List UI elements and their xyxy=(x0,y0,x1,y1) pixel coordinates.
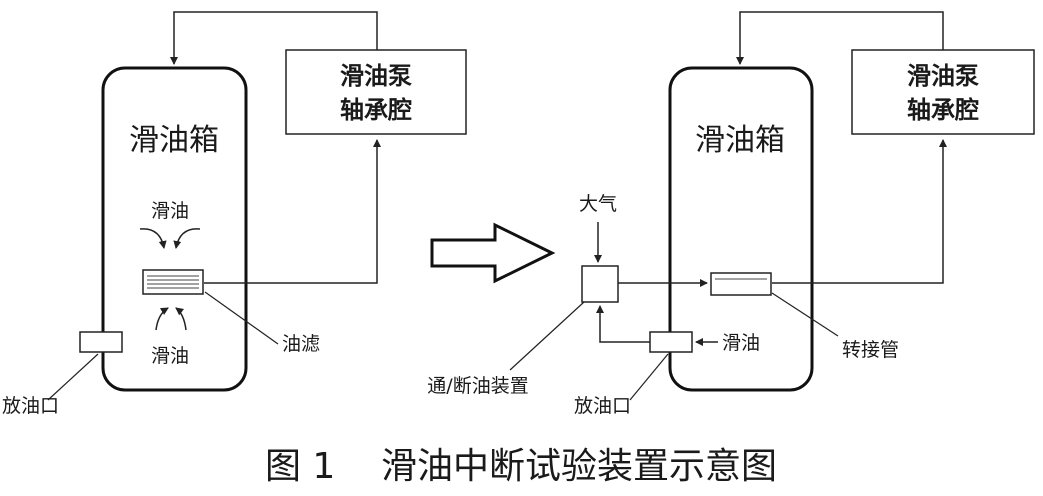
right-oil-tank xyxy=(668,66,814,392)
left-drain-leader xyxy=(47,353,99,401)
left-pump-bearing-box xyxy=(285,49,467,135)
right-adapter-label: 转接管 xyxy=(842,339,899,361)
left-filter-leader xyxy=(204,291,279,345)
right-adapter-pipe xyxy=(710,272,772,296)
left-oil-filter xyxy=(142,269,204,295)
right-pump-label-line1: 滑油泵 xyxy=(907,62,979,90)
left-flow-arrow-top-left xyxy=(139,228,167,249)
left-pump-label-line2: 轴承腔 xyxy=(340,96,412,124)
left-drain-port xyxy=(79,331,123,353)
left-pump-label-line1: 滑油泵 xyxy=(340,62,412,90)
right-setup: 滑油箱 滑油泵 轴承腔 转接管 大气 滑油 通/断油装置 放油口 xyxy=(427,11,1035,417)
right-drain-to-valve xyxy=(596,305,650,343)
right-pump-bearing-box xyxy=(851,49,1035,135)
right-drain-port xyxy=(649,331,693,353)
right-adapter-leader xyxy=(771,292,839,337)
right-return-line xyxy=(736,11,944,65)
left-oil-tank xyxy=(101,66,248,392)
left-tank-label: 滑油箱 xyxy=(129,123,219,158)
left-drain-label: 放油口 xyxy=(2,395,59,417)
transition-arrow xyxy=(430,222,556,284)
figure-caption: 图 1 滑油中断试验装置示意图 xyxy=(265,446,777,487)
right-supply-line xyxy=(772,139,947,284)
right-oil-label: 滑油 xyxy=(722,332,760,354)
left-flow-arrow-top-right xyxy=(173,228,201,249)
left-return-line xyxy=(170,11,378,65)
left-flow-arrow-bottom-right xyxy=(175,307,187,331)
left-filter-label: 油滤 xyxy=(282,333,320,355)
left-oil-top-label: 滑油 xyxy=(151,200,189,222)
left-flow-arrow-bottom-left xyxy=(155,307,169,331)
left-supply-line xyxy=(204,139,381,284)
right-valve-leader xyxy=(509,301,585,371)
left-oil-bottom-label: 滑油 xyxy=(151,345,189,367)
right-pump-label-line2: 轴承腔 xyxy=(907,96,979,124)
right-drain-leader xyxy=(629,353,669,401)
right-atmosphere-label: 大气 xyxy=(579,193,617,215)
right-drain-label: 放油口 xyxy=(574,395,631,417)
right-valve-label: 通/断油装置 xyxy=(427,375,528,397)
right-tank-label: 滑油箱 xyxy=(695,123,785,158)
right-onoff-valve xyxy=(581,265,619,303)
left-setup: 滑油箱 滑油泵 轴承腔 滑油 滑油 油滤 放油口 xyxy=(2,11,467,417)
